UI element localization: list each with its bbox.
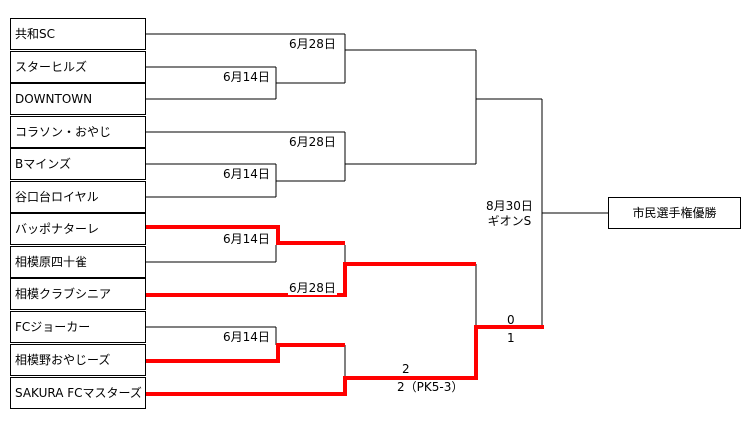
- team-name: 相模クラブシニア: [15, 287, 112, 301]
- path-g4b-win: [146, 325, 544, 396]
- team-name: バッポナターレ: [15, 222, 100, 236]
- final-date: 8月30日: [486, 199, 533, 213]
- final-venue: ギオンS: [487, 214, 532, 228]
- team-box-6: バッポナターレ: [10, 213, 146, 245]
- match-date-label: 6月14日: [222, 232, 271, 246]
- path-g3a-win: [146, 225, 345, 245]
- team-box-1: スターヒルズ: [10, 51, 146, 83]
- team-name: FCジョーカー: [15, 320, 91, 334]
- team-box-9: FCジョーカー: [10, 311, 146, 343]
- winner-label: 市民選手権優勝: [632, 206, 717, 220]
- final-info: 8月30日 ギオンS: [486, 199, 533, 229]
- team-name: 谷口台ロイヤル: [15, 190, 99, 204]
- match-date-label: 6月28日: [288, 37, 337, 51]
- team-name: スターヒルズ: [15, 60, 88, 74]
- path-g4a-win: [146, 343, 345, 363]
- team-name: 共和SC: [15, 27, 55, 41]
- team-box-3: コラソン・おやじ: [10, 116, 146, 148]
- team-name: 相模原四十雀: [15, 255, 88, 269]
- team-name: DOWNTOWN: [15, 92, 93, 106]
- match-date-label: 6月28日: [288, 281, 337, 295]
- score-label: 2（PK5-3）: [397, 380, 464, 394]
- match-date-label: 6月14日: [222, 330, 271, 344]
- team-box-4: Bマインズ: [10, 148, 146, 180]
- team-box-2: DOWNTOWN: [10, 83, 146, 115]
- match-date-label: 6月28日: [288, 135, 337, 149]
- team-box-11: SAKURA FCマスターズ: [10, 377, 146, 409]
- score-label: 0: [507, 313, 515, 327]
- team-box-5: 谷口台ロイヤル: [10, 181, 146, 213]
- team-box-10: 相模野おやじーズ: [10, 344, 146, 376]
- winner-box: 市民選手権優勝: [608, 197, 741, 229]
- match-date-label: 6月14日: [222, 167, 271, 181]
- team-box-8: 相模クラブシニア: [10, 278, 146, 310]
- team-name: SAKURA FCマスターズ: [15, 386, 142, 400]
- team-box-7: 相模原四十雀: [10, 246, 146, 278]
- score-label: 2: [402, 362, 410, 376]
- score-label: 1: [507, 331, 515, 345]
- team-box-0: 共和SC: [10, 18, 146, 50]
- match-date-label: 6月14日: [222, 70, 271, 84]
- team-name: コラソン・おやじ: [15, 125, 112, 139]
- team-name: 相模野おやじーズ: [15, 353, 111, 367]
- team-name: Bマインズ: [15, 157, 71, 171]
- path-g3b-win: [146, 262, 476, 297]
